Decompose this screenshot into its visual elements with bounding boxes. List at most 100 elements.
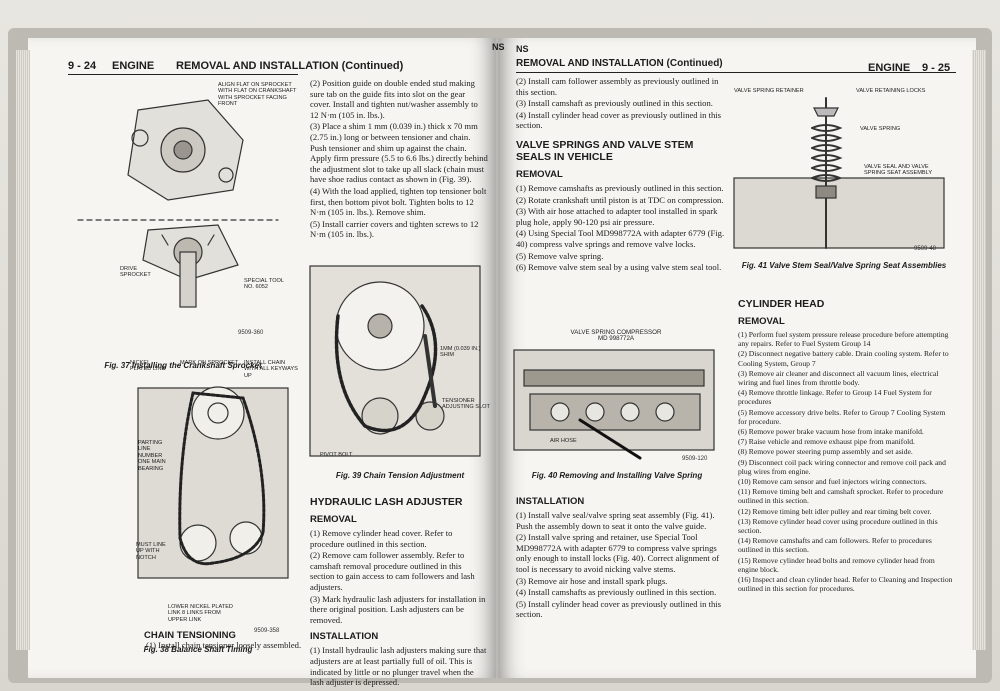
callout-valve-spring: VALVE SPRING: [860, 126, 901, 132]
figure-38: NICKEL PLATED LINK MARK ON SPROCKET INST…: [68, 360, 298, 658]
right-page: NS NS REMOVAL AND INSTALLATION (Continue…: [492, 38, 976, 678]
figure-39: 1MM (0.039 IN.) SHIM TENSIONER ADJUSTING…: [309, 265, 490, 486]
chain-tensioning-heading: CHAIN TENSIONING: [144, 630, 236, 641]
left-page: 9 - 24 ENGINE REMOVAL AND INSTALLATION (…: [28, 38, 496, 687]
hydraulic-removal-step-3: (3) Mark hydraulic lash adjusters for in…: [310, 593, 486, 625]
callout-shim: 1MM (0.039 IN.) SHIM: [440, 346, 481, 359]
callout-parting-line: PARTING LINE NUMBER ONE MAIN BEARING: [138, 440, 166, 472]
cam-follower-step-3: (3) Install camshaft as previously outli…: [516, 98, 713, 109]
hydraulic-removal-step-1: (1) Remove cylinder head cover. Refer to…: [310, 528, 453, 549]
valve-spring-compressor-illustration: [513, 349, 715, 460]
cylinder-removal-label: REMOVAL: [738, 316, 785, 327]
callout-valve-seal: VALVE SEAL AND VALVE SPRING SEAT ASSEMBL…: [864, 164, 933, 177]
header-continued-right: REMOVAL AND INSTALLATION (Continued): [516, 58, 723, 69]
callout-retaining-locks: VALVE RETAINING LOCKS: [856, 88, 926, 94]
tension-step-3: (3) Place a shim 1 mm (0.039 in.) thick …: [310, 121, 488, 185]
valve-removal-step-3: (3) With air hose attached to adapter to…: [516, 206, 718, 227]
valve-removal-label: REMOVAL: [516, 168, 563, 180]
header-continued-left: REMOVAL AND INSTALLATION (Continued): [176, 60, 404, 72]
figure-caption-39: Fig. 39 Chain Tension Adjustment: [335, 471, 465, 480]
valve-installation-section: INSTALLATION (1) Install valve seal/valv…: [516, 490, 728, 621]
cyl-removal-step-5: (5) Remove accessory drive belts. Refer …: [738, 407, 946, 426]
chain-tension-illustration: [309, 265, 481, 457]
cyl-removal-step-11: (11) Remove timing belt and camshaft spr…: [738, 487, 944, 506]
valve-removal-step-6: (6) Remove valve stem seal by a using va…: [516, 262, 722, 273]
hydraulic-install-label: INSTALLATION: [310, 631, 379, 643]
figure-caption-37: Fig. 37 Installing the Crankshaft Sprock…: [104, 361, 262, 370]
cyl-removal-step-7: (7) Raise vehicle and remove exhaust pip…: [738, 437, 915, 447]
section-title-left: ENGINE: [112, 60, 155, 72]
cyl-removal-step-6: (6) Remove power brake vacuum hose from …: [738, 427, 924, 437]
left-column-2: (2) Position guide on double ended stud …: [310, 78, 488, 241]
chain-tensioning-step-1: (1) Install chain tensioner loosely asse…: [146, 640, 302, 650]
cam-follower-step-4: (4) Install cylinder head cover as previ…: [516, 109, 722, 131]
figure-caption-40: Fig. 40 Removing and Installing Valve Sp…: [531, 471, 703, 480]
figure-id-37: 9509-360: [238, 330, 264, 336]
page-number-left: 9 - 24: [68, 60, 97, 72]
valve-install-step-4: (4) Install camshafts as previously outl…: [516, 587, 717, 598]
figure-41: VALVE SPRING RETAINER VALVE RETAINING LO…: [733, 88, 954, 286]
cyl-removal-step-14: (14) Remove camshafts and cam followers.…: [738, 536, 932, 555]
cyl-removal-step-12: (12) Remove timing belt idler pulley and…: [738, 506, 932, 516]
cyl-removal-step-9: (9) Disconnect coil pack wiring connecto…: [738, 457, 946, 476]
valve-removal-step-4: (4) Using Special Tool MD998772A with ad…: [516, 228, 725, 249]
header-rule: [68, 74, 298, 75]
callout-lower-link: LOWER NICKEL PLATED LINK 8 LINKS FROM UP…: [168, 604, 233, 623]
page-number-right: 9 - 25: [922, 62, 951, 74]
valve-install-label: INSTALLATION: [516, 496, 585, 507]
callout-drive-sprocket: DRIVE SPROCKET: [120, 266, 151, 279]
cyl-removal-step-8: (8) Remove power steering pump assembly …: [738, 447, 913, 457]
hydraulic-lash-heading: HYDRAULIC LASH ADJUSTER: [310, 496, 463, 508]
figure-caption-41: Fig. 41 Valve Stem Seal/Valve Spring Sea…: [741, 261, 947, 270]
figure-40: VALVE SPRING COMPRESSOR MD 998772A AIR H…: [510, 329, 724, 490]
valve-spring-seat-illustration: [733, 97, 945, 249]
valve-removal-step-2: (2) Rotate crankshaft until piston is at…: [516, 194, 724, 205]
figure-id-41: 9509-48: [914, 246, 937, 252]
cylinder-head-heading: CYLINDER HEAD: [738, 298, 825, 310]
figure-caption-38: Fig. 38 Balance Shaft Timing: [143, 645, 253, 654]
callout-nickel-link: NICKEL PLATED LINK: [130, 360, 166, 373]
valve-install-step-5: (5) Install cylinder head cover as previ…: [516, 598, 722, 620]
hydraulic-removal-label: REMOVAL: [310, 514, 357, 525]
hydraulic-install-step-1: (1) Install hydraulic lash adjusters mak…: [310, 645, 487, 688]
section-title-right: ENGINE: [868, 62, 911, 74]
callout-install-chain: INSTALL CHAIN WITH ALL KEYWAYS UP: [244, 360, 298, 379]
balance-shaft-timing-illustration: [137, 386, 289, 579]
page-edges-right: [972, 50, 986, 650]
cyl-removal-step-4: (4) Remove throttle linkage. Refer to Gr…: [738, 388, 932, 407]
valve-install-step-2: (2) Install valve spring and retainer, u…: [516, 532, 720, 574]
callout-spring-retainer: VALVE SPRING RETAINER: [734, 88, 804, 94]
tension-step-4: (4) With the load applied, tighten top t…: [310, 185, 487, 218]
cyl-removal-step-15: (15) Remove cylinder head bolts and remo…: [738, 555, 935, 574]
tension-step-2: (2) Position guide on double ended stud …: [310, 78, 478, 120]
header-ns-gutter: NS: [492, 42, 505, 52]
crankshaft-sprocket-illustration: [77, 99, 279, 308]
callout-mark-sprocket: MARK ON SPROCKET: [180, 360, 239, 366]
callout-must-line-up: MUST LINE UP WITH NOTCH: [136, 542, 166, 561]
cyl-removal-step-16: (16) Inspect and clean cylinder head. Re…: [738, 575, 953, 594]
valve-removal-step-1: (1) Remove camshafts as previously outli…: [516, 182, 724, 193]
page-edges-left: [16, 50, 30, 650]
cylinder-head-section: CYLINDER HEAD REMOVAL (1) Perform fuel s…: [738, 290, 954, 594]
valve-install-step-3: (3) Remove air hose and install spark pl…: [516, 575, 668, 586]
cyl-removal-step-10: (10) Remove cam sensor and fuel injector…: [738, 477, 927, 487]
callout-special-tool: SPECIAL TOOL NO. 6052: [244, 278, 284, 291]
valve-removal-step-5: (5) Remove valve spring.: [516, 250, 604, 261]
header-rule-right: [516, 72, 956, 73]
valve-install-step-1: (1) Install valve seal/valve spring seat…: [516, 510, 715, 531]
callout-valve-compressor: VALVE SPRING COMPRESSOR MD 998772A: [570, 329, 662, 343]
callout-tensioner-slot: TENSIONER ADJUSTING SLOT: [442, 398, 490, 411]
cam-follower-step-2: (2) Install cam follower assembly as pre…: [516, 76, 719, 97]
tension-step-5: (5) Install carrier covers and tighten s…: [310, 218, 479, 240]
valve-springs-heading: VALVE SPRINGS AND VALVE STEM SEALS IN VE…: [516, 138, 694, 163]
hydraulic-removal-step-2: (2) Remove cam follower assembly. Refer …: [310, 550, 475, 592]
cyl-removal-step-1: (1) Perform fuel system pressure release…: [738, 330, 949, 349]
figure-37: ALIGN FLAT ON SPROCKET WITH FLAT ON CRAN…: [68, 80, 298, 370]
callout-pivot-bolt: PIVOT BOLT: [320, 452, 353, 458]
header-ns: NS: [516, 44, 529, 54]
callout-align-flat: ALIGN FLAT ON SPROCKET WITH FLAT ON CRAN…: [218, 82, 297, 108]
cyl-removal-step-2: (2) Disconnect negative battery cable. D…: [738, 349, 949, 368]
figure-id-38: 9509-358: [254, 628, 280, 634]
figure-id-40: 9509-120: [682, 456, 708, 462]
cyl-removal-step-3: (3) Remove air cleaner and disconnect al…: [738, 368, 939, 388]
